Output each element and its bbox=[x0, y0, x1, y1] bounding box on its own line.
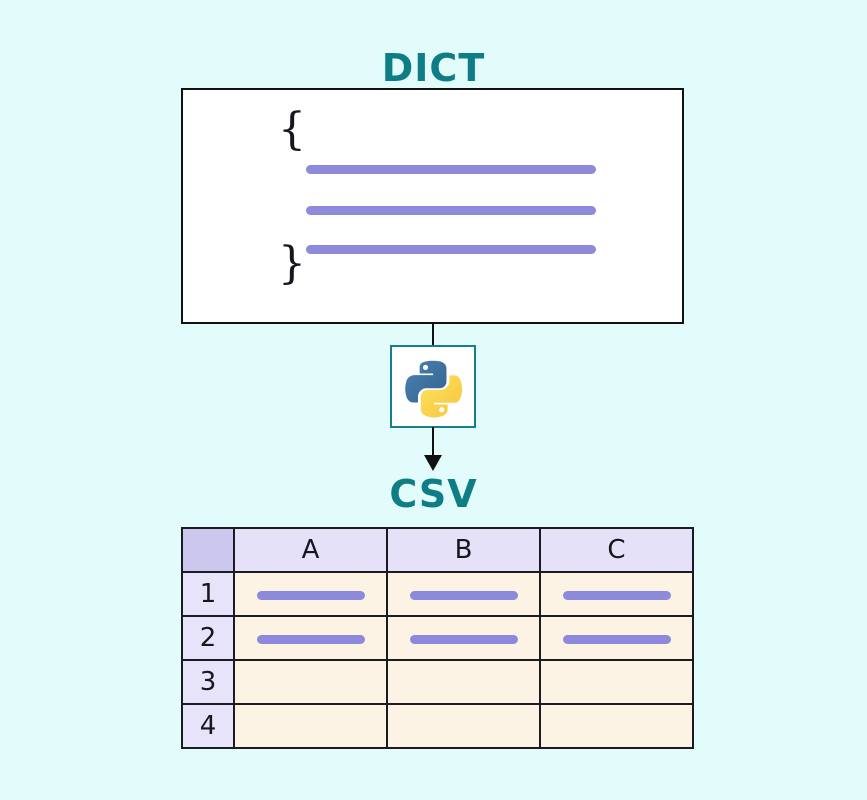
open-brace: { bbox=[278, 104, 306, 155]
row-header-3: 3 bbox=[181, 659, 235, 705]
row-header-4: 4 bbox=[181, 703, 235, 749]
table-row: 1 bbox=[181, 571, 694, 617]
cell-value-bar bbox=[562, 634, 671, 644]
csv-table: A B C 1 2 3 4 bbox=[181, 527, 694, 749]
cell-value-bar bbox=[256, 590, 365, 600]
table-cell bbox=[233, 659, 388, 705]
table-cell bbox=[386, 703, 541, 749]
cell-value-bar bbox=[409, 634, 518, 644]
table-cell bbox=[539, 703, 694, 749]
connector-line-bottom bbox=[432, 427, 434, 459]
dict-entry-bar bbox=[306, 165, 596, 174]
python-logo-icon bbox=[405, 360, 463, 417]
arrow-head-icon bbox=[424, 455, 442, 471]
close-brace: } bbox=[278, 238, 306, 289]
cell-value-bar bbox=[256, 634, 365, 644]
column-header-c: C bbox=[539, 527, 694, 573]
table-row: 4 bbox=[181, 703, 694, 749]
dict-title: DICT bbox=[381, 46, 486, 90]
cell-value-bar bbox=[562, 590, 671, 600]
dict-box: { } bbox=[181, 88, 684, 324]
python-converter-box bbox=[390, 345, 476, 428]
table-cell bbox=[233, 571, 388, 617]
dict-entry-bar bbox=[306, 206, 596, 215]
table-cell bbox=[386, 659, 541, 705]
csv-title: CSV bbox=[389, 472, 478, 516]
table-cell bbox=[539, 571, 694, 617]
table-row: 3 bbox=[181, 659, 694, 705]
table-cell bbox=[386, 571, 541, 617]
row-header-1: 1 bbox=[181, 571, 235, 617]
dict-entry-bar bbox=[306, 245, 596, 254]
table-cell bbox=[233, 615, 388, 661]
column-header-b: B bbox=[386, 527, 541, 573]
connector-line-top bbox=[432, 324, 434, 346]
table-cell bbox=[539, 659, 694, 705]
table-corner-cell bbox=[181, 527, 235, 573]
table-header-row: A B C bbox=[181, 527, 694, 573]
row-header-2: 2 bbox=[181, 615, 235, 661]
table-row: 2 bbox=[181, 615, 694, 661]
table-cell bbox=[233, 703, 388, 749]
column-header-a: A bbox=[233, 527, 388, 573]
table-cell bbox=[386, 615, 541, 661]
cell-value-bar bbox=[409, 590, 518, 600]
table-cell bbox=[539, 615, 694, 661]
